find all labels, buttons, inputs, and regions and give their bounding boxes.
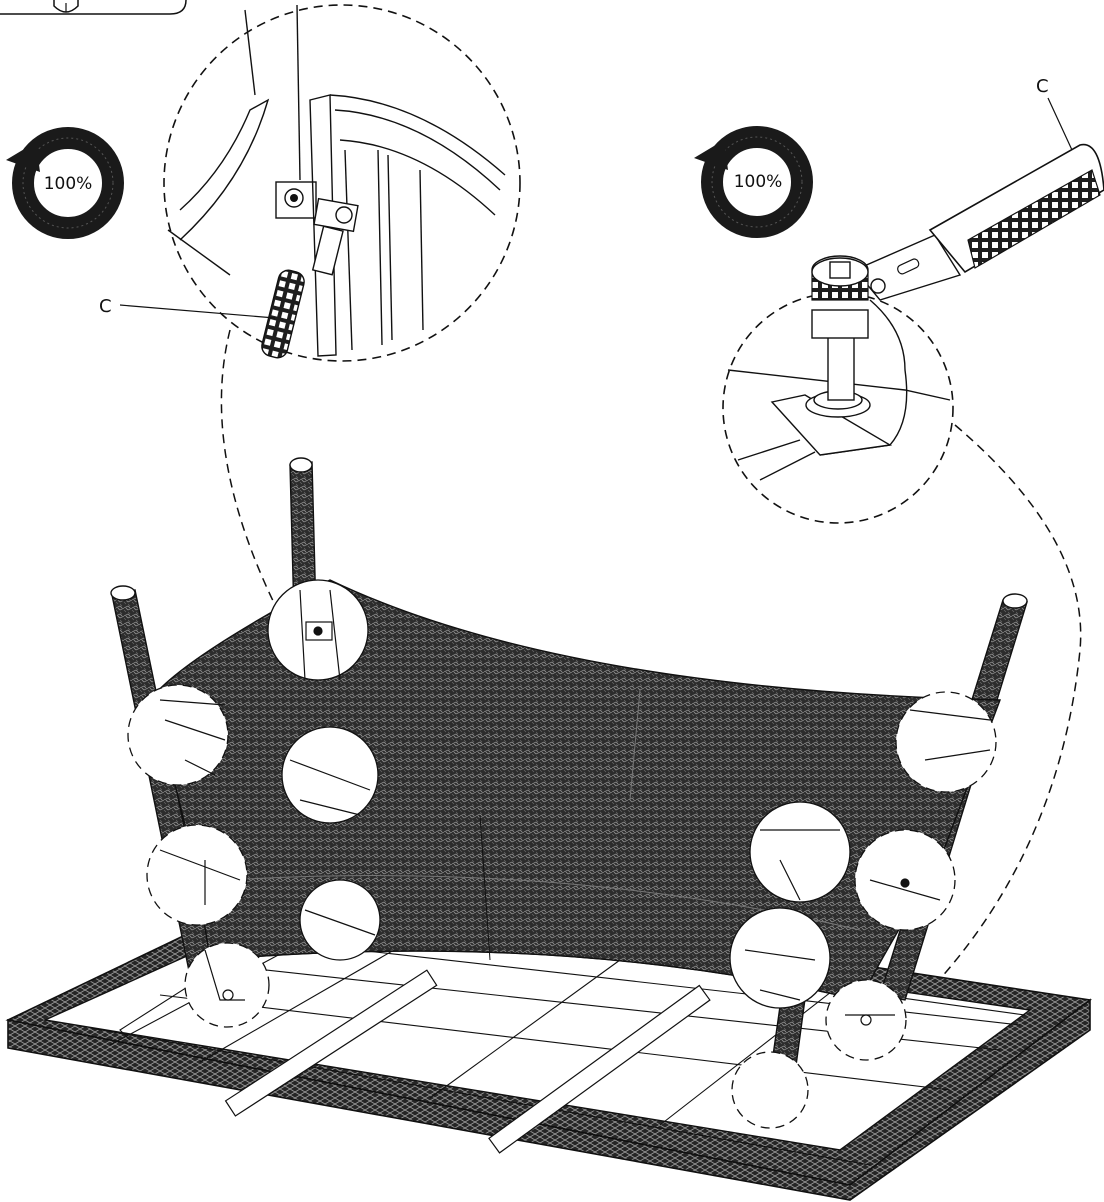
svg-text:C: C [99,296,112,317]
rotation-percent-left: 100% [44,174,93,194]
part-label-c-right: C [1036,76,1073,151]
svg-text:C: C [1036,76,1049,97]
leader-dashed-right [929,424,1082,991]
detail-circle-top [163,4,521,362]
hex-bolt-icon [284,188,304,208]
leader-dashed-top [220,329,276,606]
cap-icon [53,0,79,13]
ratchet-wrench-icon [811,143,1104,401]
rotation-percent-right: 100% [734,172,783,192]
rotation-badge-left: 100% [6,127,124,239]
rotate-clockwise-icon [6,127,124,239]
ratchet-wrench-icon [261,197,359,359]
legend-box [0,0,187,15]
frame-details [159,589,991,1026]
rotate-clockwise-icon [694,126,813,238]
part-label-c-top: C [99,296,276,319]
rotation-badge-right: 100% [694,126,813,238]
